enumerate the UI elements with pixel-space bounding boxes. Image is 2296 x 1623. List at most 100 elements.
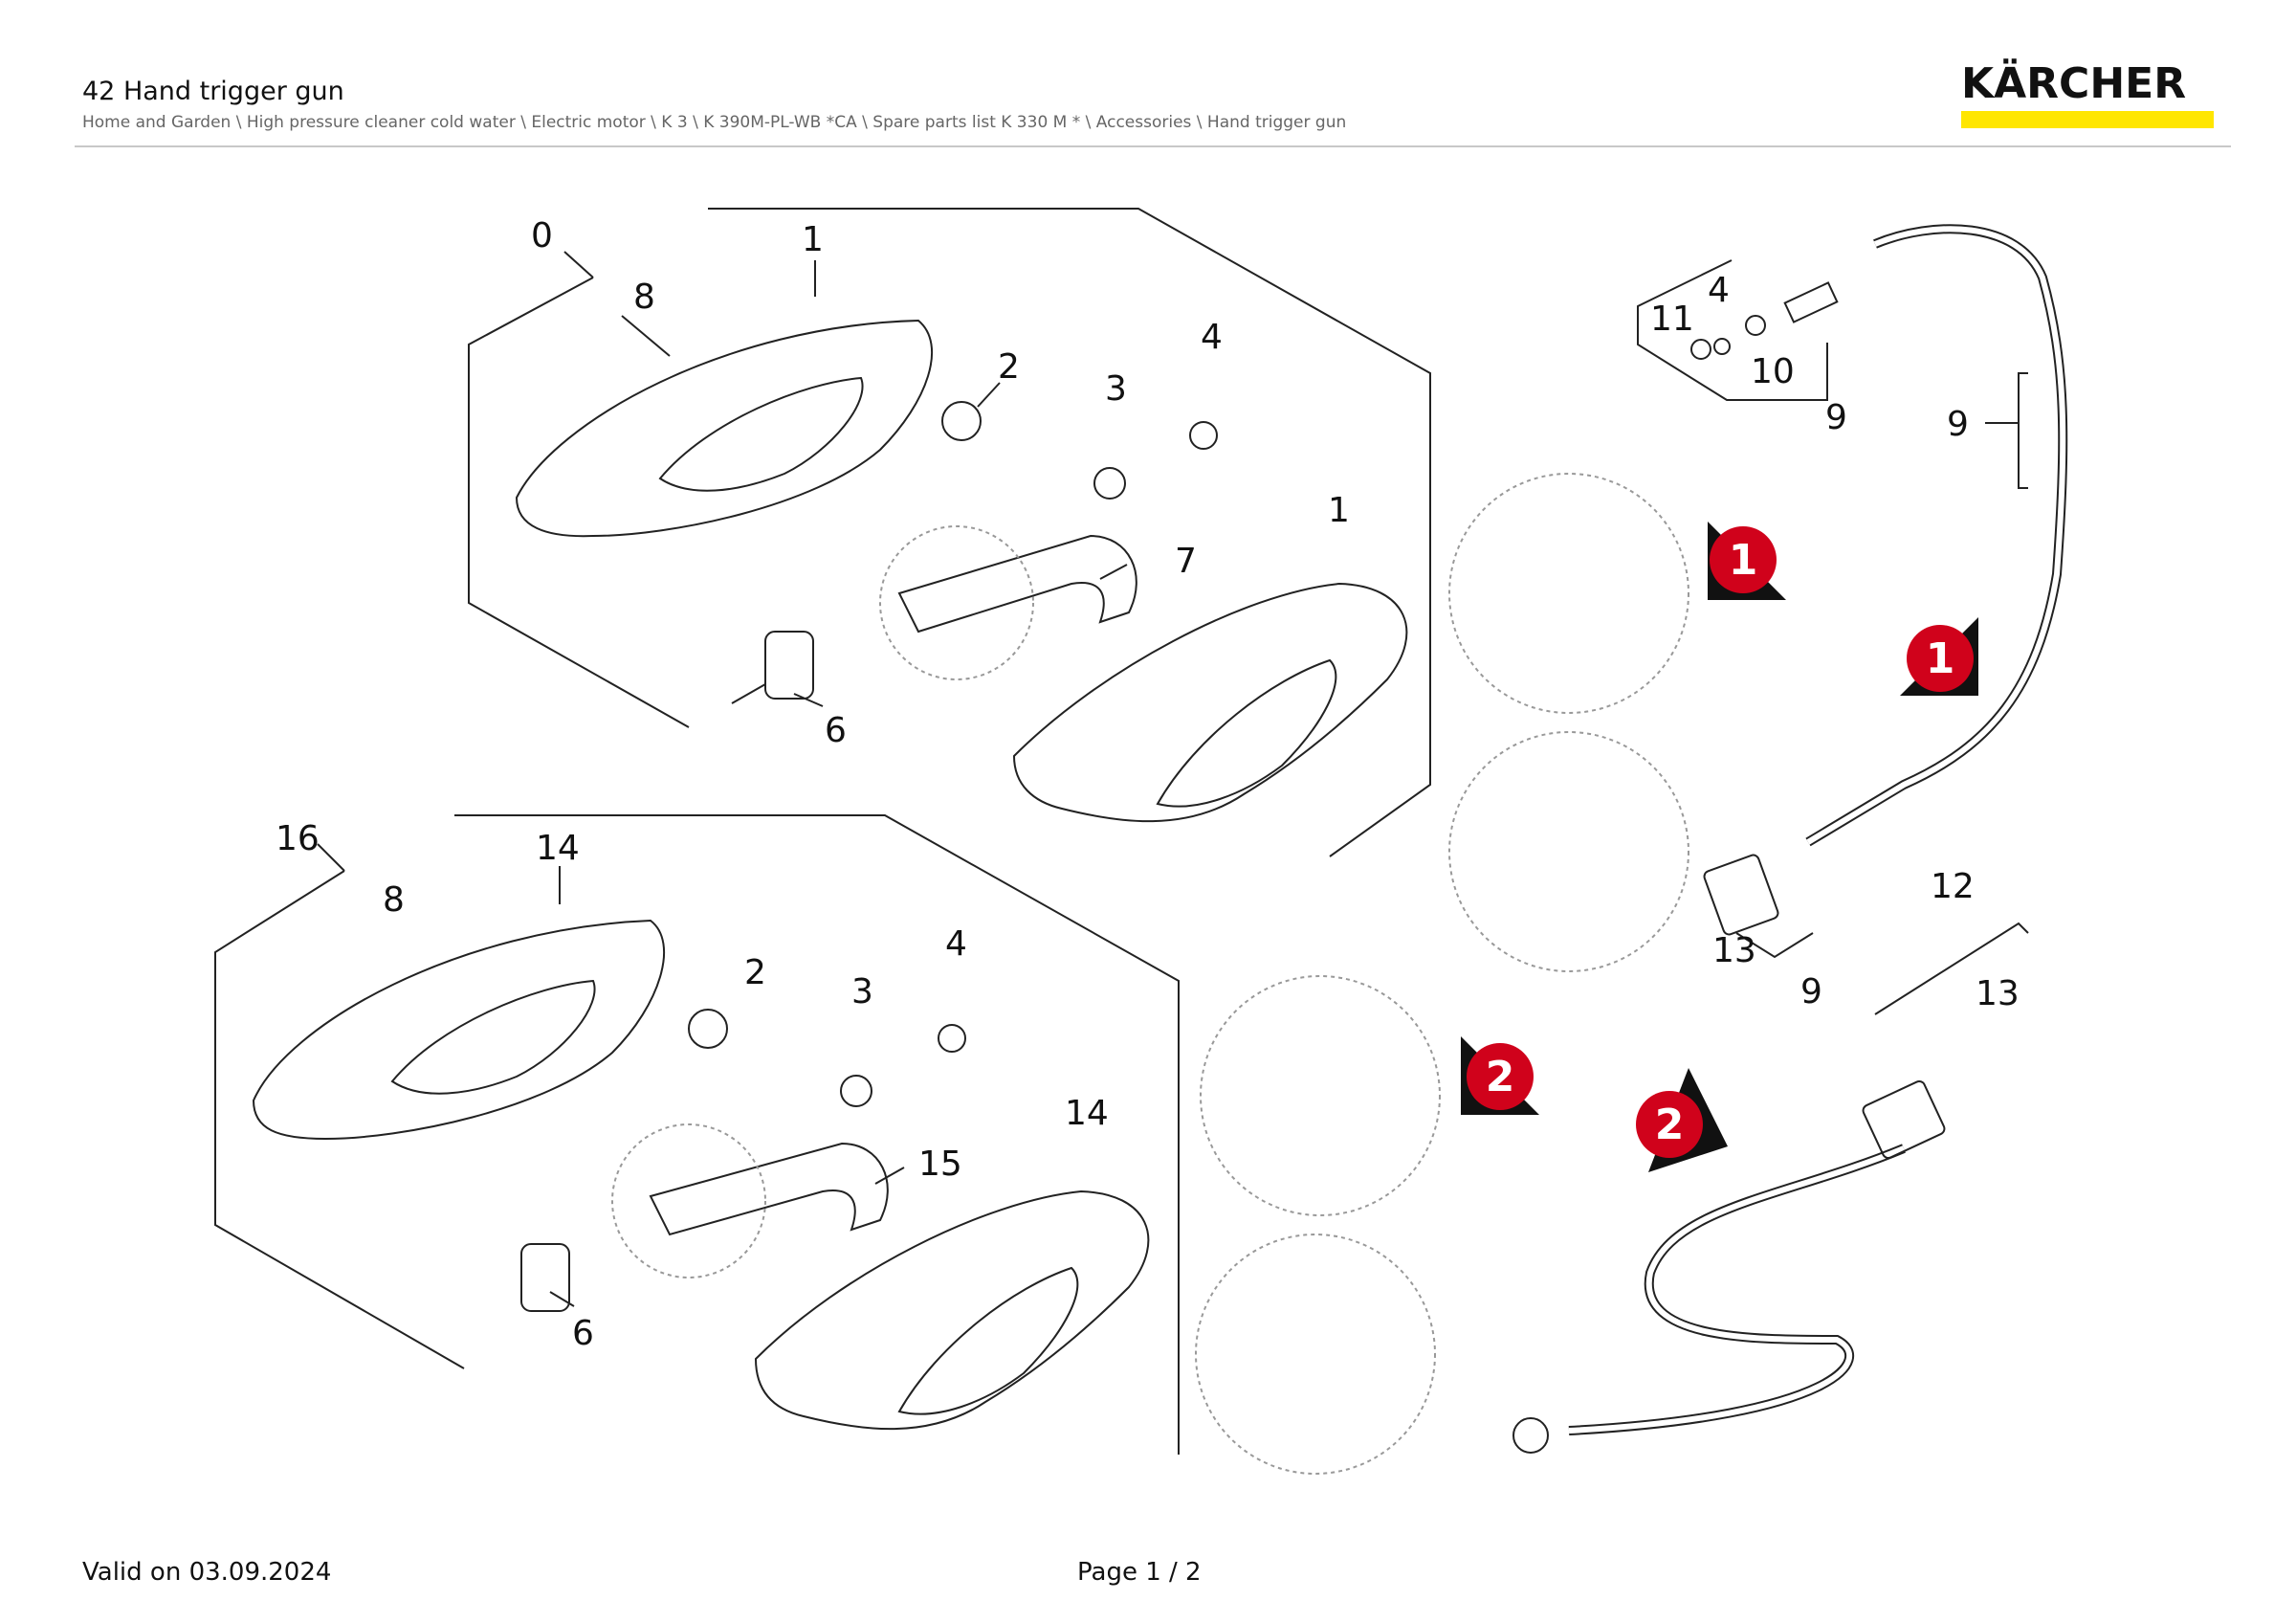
trigger-bottom xyxy=(649,1142,889,1236)
handle-window-top xyxy=(1156,658,1337,808)
leader-6-bottom xyxy=(549,1291,575,1307)
handle-top xyxy=(1012,582,1408,823)
handle-bottom xyxy=(754,1189,1150,1431)
callout-label: 6 xyxy=(825,711,847,750)
leader-15 xyxy=(874,1167,905,1185)
bracket-9-bottom xyxy=(1735,932,1814,959)
leader-16 xyxy=(317,843,345,872)
hose-upper xyxy=(1805,224,2068,847)
nozzle-bottom xyxy=(520,1243,570,1312)
hose-upper-inner xyxy=(1806,226,2066,845)
hose-lower xyxy=(1568,1144,1906,1435)
callouts-top-group: 0 1 8 2 3 4 7 1 6 xyxy=(531,216,1350,750)
callout-label: 7 xyxy=(1175,542,1197,581)
nozzle-top xyxy=(764,631,814,700)
step-marker-label: 1 xyxy=(1729,536,1758,585)
detail-circle-2b xyxy=(1195,1234,1436,1475)
leader-2-top xyxy=(977,382,1001,408)
callout-label: 8 xyxy=(383,880,405,920)
brand-accent-bar xyxy=(1961,111,2214,128)
callout-label: 12 xyxy=(1931,867,1975,906)
callout-label: 4 xyxy=(1708,271,1730,310)
hose-end-fitting xyxy=(1512,1417,1549,1454)
callout-label: 10 xyxy=(1751,352,1795,391)
leader-8-top xyxy=(621,315,671,357)
callout-label: 0 xyxy=(531,216,553,256)
leader-6-top xyxy=(793,693,824,707)
frame-hose-insert xyxy=(1637,259,1828,401)
bracket-9-right xyxy=(2018,372,2028,489)
callout-label: 3 xyxy=(851,972,873,1012)
leader-0 xyxy=(563,251,594,278)
trigger-top xyxy=(897,534,1137,634)
callout-label: 14 xyxy=(536,829,580,868)
callout-label: 8 xyxy=(633,278,655,317)
valve-3-bottom xyxy=(840,1075,872,1107)
callout-label: 13 xyxy=(1976,974,2020,1013)
detail-circle-trigger-bottom xyxy=(611,1123,766,1278)
breadcrumb[interactable]: Home and Garden \ High pressure cleaner … xyxy=(82,113,1347,132)
brand-wordmark: KÄRCHER xyxy=(1961,59,2187,108)
spring-4-top xyxy=(1189,421,1218,450)
step-marker-2b: 2 xyxy=(1636,1068,1728,1172)
frame-bottom-group xyxy=(214,870,465,1369)
bracket-12 xyxy=(1874,922,2029,1015)
step-markers: 1 1 2 2 xyxy=(1461,522,1978,1172)
spring-4-hose xyxy=(1745,315,1766,336)
oring-10 xyxy=(1713,338,1731,355)
callout-label: 9 xyxy=(1947,405,1969,444)
leader-7 xyxy=(1099,564,1128,580)
housing-window-bottom xyxy=(390,979,596,1095)
nozzle-stem-top xyxy=(731,683,766,704)
callout-label: 16 xyxy=(276,819,320,858)
step-marker-label: 2 xyxy=(1655,1101,1685,1149)
cap-2-bottom xyxy=(688,1009,728,1049)
callout-label: 14 xyxy=(1065,1094,1109,1133)
callout-label: 4 xyxy=(945,924,967,964)
step-marker-label: 1 xyxy=(1926,634,1955,683)
frame-top-group xyxy=(468,277,690,728)
valve-3-top xyxy=(1093,467,1126,500)
callout-label: 4 xyxy=(1201,318,1223,357)
callout-label: 9 xyxy=(1800,972,1822,1012)
callout-label: 13 xyxy=(1712,931,1756,970)
callouts-bottom-group: 16 14 8 2 3 4 15 14 6 xyxy=(276,819,1109,1353)
valid-date: Valid on 03.09.2024 xyxy=(82,1558,332,1587)
hose-lower-inner xyxy=(1568,1145,1906,1434)
callout-label: 3 xyxy=(1105,369,1127,409)
header-divider xyxy=(75,145,2231,147)
housing-half-bottom xyxy=(252,919,665,1141)
callout-label: 9 xyxy=(1825,398,1847,437)
frame-bottom-group-right xyxy=(454,814,1180,1455)
housing-window-top xyxy=(658,376,864,492)
callout-label: 2 xyxy=(744,953,766,992)
callout-label: 6 xyxy=(572,1314,594,1353)
callout-label: 11 xyxy=(1650,300,1694,339)
detail-circle-1a xyxy=(1448,473,1689,714)
callout-label: 1 xyxy=(802,220,824,259)
brand-logo: KÄRCHER xyxy=(1961,63,2214,128)
step-marker-2a: 2 xyxy=(1461,1036,1539,1115)
callouts-hose: 4 11 10 9 9 13 9 12 13 xyxy=(1650,271,2020,1013)
callout-label: 15 xyxy=(918,1145,962,1184)
detail-circle-2a xyxy=(1200,975,1441,1216)
step-marker-1b: 1 xyxy=(1900,617,1978,696)
hose-pin xyxy=(1783,281,1839,323)
page-number: Page 1 / 2 xyxy=(1077,1558,1202,1587)
hose-coupling-top xyxy=(1703,854,1779,936)
page-title: 42 Hand trigger gun xyxy=(82,77,344,106)
step-marker-1a: 1 xyxy=(1708,522,1786,600)
frame-top-group-right xyxy=(708,208,1431,857)
housing-half-top xyxy=(515,319,933,538)
callout-label: 1 xyxy=(1328,491,1350,530)
step-marker-label: 2 xyxy=(1486,1053,1515,1101)
hose-coupling-bottom xyxy=(1862,1079,1946,1160)
spring-4-bottom xyxy=(938,1024,966,1053)
handle-window-bottom xyxy=(897,1266,1079,1415)
detail-circle-trigger-top xyxy=(879,525,1034,680)
detail-circle-1b xyxy=(1448,731,1689,972)
cap-2-top xyxy=(941,401,982,441)
callout-label: 2 xyxy=(998,347,1020,387)
washer-11 xyxy=(1690,339,1711,360)
